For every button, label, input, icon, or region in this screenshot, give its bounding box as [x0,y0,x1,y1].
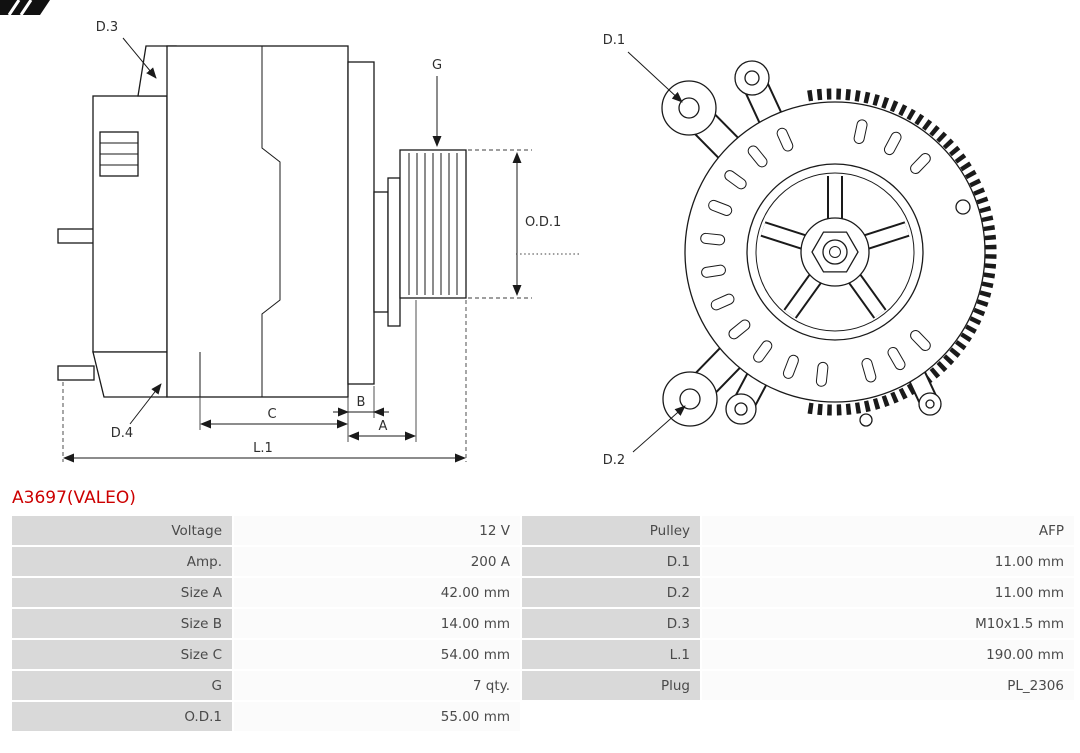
hole-d2 [679,388,701,410]
main-body [166,45,349,398]
side-view: D.3 D.4 G O.D.1 B C A L.1 [57,20,580,463]
spec-table: Voltage 12 V Pulley AFP Amp. 200 A D.1 1… [10,514,1076,733]
label-a: A [379,419,388,434]
spec-label-empty [522,702,700,731]
body-hole-right [955,199,971,215]
hole-top [744,70,760,86]
spec-value-size-c: 54.00 mm [234,640,520,669]
hole-bottom [734,402,748,416]
spec-label-d2: D.2 [522,578,700,607]
pulley-flange [387,177,401,327]
label-d3: D.3 [96,20,118,35]
as-logo-fragment [0,0,50,16]
spec-label-pulley: Pulley [522,516,700,545]
hole-d1 [678,97,700,119]
spec-value-empty [702,702,1074,731]
spec-label-od1: O.D.1 [12,702,232,731]
spec-value-voltage: 12 V [234,516,520,545]
spec-label-d1: D.1 [522,547,700,576]
spec-value-size-b: 14.00 mm [234,609,520,638]
spec-label-size-a: Size A [12,578,232,607]
body-hole-bottom [859,413,873,427]
vent-slots [700,119,931,387]
alternator-technical-drawing: D.3 D.4 G O.D.1 B C A L.1 [57,20,997,468]
spec-value-pulley: AFP [702,516,1074,545]
part-number: A3697(VALEO) [12,488,136,508]
body-seam [261,46,281,397]
label-d2: D.2 [603,453,625,468]
label-d4: D.4 [111,426,133,441]
table-row: Size B 14.00 mm D.3 M10x1.5 mm [12,609,1074,638]
stud-upper [57,228,95,244]
spec-label-d3: D.3 [522,609,700,638]
spec-value-g: 7 qty. [234,671,520,700]
spec-value-amp: 200 A [234,547,520,576]
label-l1: L.1 [253,441,273,456]
shaft [373,191,389,313]
spec-value-size-a: 42.00 mm [234,578,520,607]
label-od1: O.D.1 [525,215,561,230]
label-c: C [267,407,276,422]
spec-label-g: G [12,671,232,700]
spec-value-d3: M10x1.5 mm [702,609,1074,638]
table-row: Size C 54.00 mm L.1 190.00 mm [12,640,1074,669]
spec-label-voltage: Voltage [12,516,232,545]
table-row: O.D.1 55.00 mm [12,702,1074,731]
table-row: Size A 42.00 mm D.2 11.00 mm [12,578,1074,607]
spec-value-d2: 11.00 mm [702,578,1074,607]
front-bracket [347,61,375,385]
spec-value-plug: PL_2306 [702,671,1074,700]
spec-label-plug: Plug [522,671,700,700]
spec-label-l1: L.1 [522,640,700,669]
spec-label-amp: Amp. [12,547,232,576]
label-b: B [357,395,366,410]
front-view: D.1 D.2 [603,33,997,468]
table-row: Amp. 200 A D.1 11.00 mm [12,547,1074,576]
stud-lower [57,365,95,381]
spec-value-d1: 11.00 mm [702,547,1074,576]
label-g: G [432,58,442,73]
table-row: G 7 qty. Plug PL_2306 [12,671,1074,700]
foot-hole [925,399,935,409]
shaft-end [822,239,848,265]
spec-value-od1: 55.00 mm [234,702,520,731]
spec-value-l1: 190.00 mm [702,640,1074,669]
spec-label-size-b: Size B [12,609,232,638]
label-d1: D.1 [603,33,625,48]
spec-label-size-c: Size C [12,640,232,669]
table-row: Voltage 12 V Pulley AFP [12,516,1074,545]
